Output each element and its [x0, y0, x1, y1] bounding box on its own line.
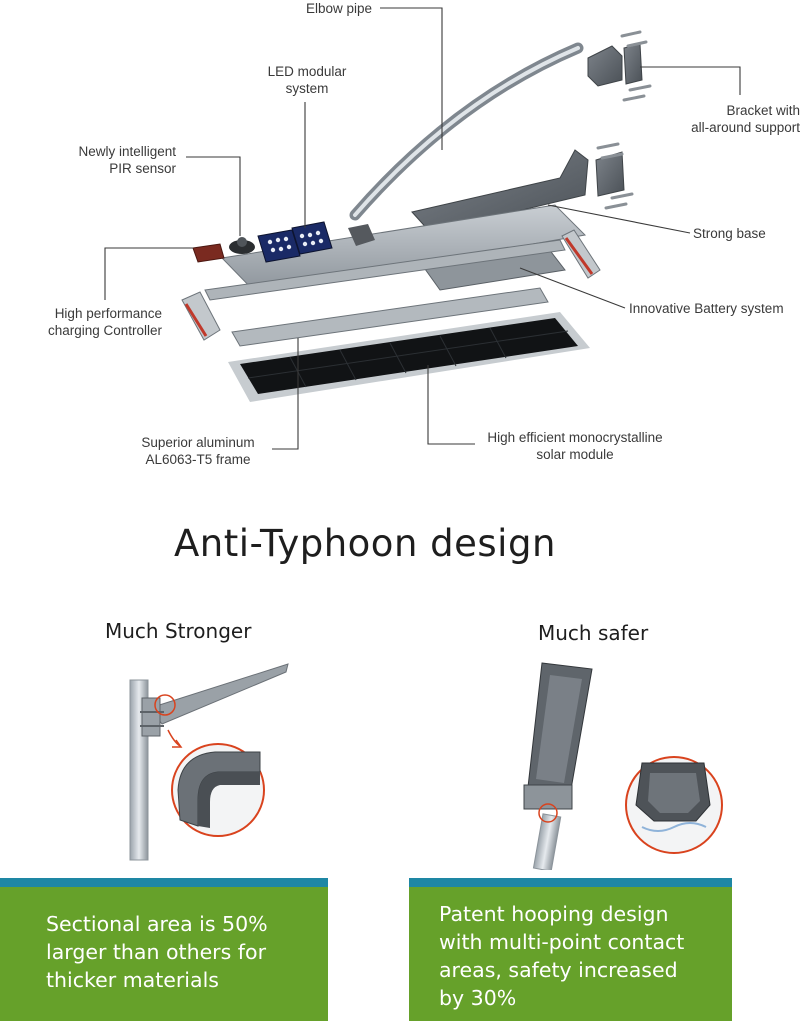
label-elbow-pipe: Elbow pipe: [305, 1, 372, 16]
end-cap-right: [561, 229, 601, 279]
panel-much-safer: Patent hooping design with multi-point c…: [409, 878, 732, 1021]
heading-much-stronger: Much Stronger: [105, 619, 252, 643]
main-plate-shape: [220, 204, 587, 293]
controller-shape: [192, 243, 225, 263]
leader-lines: [104, 7, 741, 450]
end-cap-left: [181, 291, 221, 341]
panel-much-stronger: Sectional area is 50% larger than others…: [0, 878, 328, 1021]
lamp-head-illustration: [523, 662, 723, 870]
exploded-view-diagram: [104, 7, 741, 450]
panel-stripe: [409, 878, 732, 887]
label-battery: Innovative Battery system: [629, 301, 784, 316]
led-modules-shape: [257, 221, 333, 263]
label-solar-module: High efficient monocrystalline solar mod…: [487, 430, 663, 462]
frame-rail: [231, 287, 549, 347]
label-strong-base: Strong base: [693, 226, 766, 241]
bolts: [596, 30, 652, 210]
label-pir-sensor: Newly intelligent PIR sensor: [78, 144, 176, 176]
label-frame: Superior aluminum AL6063-T5 frame: [141, 435, 255, 467]
bracket-parts: [587, 43, 643, 197]
label-controller: High performance charging Controller: [47, 306, 162, 338]
panel-stripe: [0, 878, 328, 887]
heading-much-safer: Much safer: [538, 621, 649, 645]
label-led-module: LED modular system: [267, 64, 347, 96]
side-rail: [204, 239, 566, 301]
label-bracket: Bracket with all-around support: [691, 103, 800, 135]
pole-arm-illustration: [129, 663, 289, 861]
panel-text-stronger: Sectional area is 50% larger than others…: [46, 912, 268, 992]
section-title: Anti-Typhoon design: [174, 522, 556, 565]
panel-text-safer: Patent hooping design with multi-point c…: [439, 902, 685, 1010]
